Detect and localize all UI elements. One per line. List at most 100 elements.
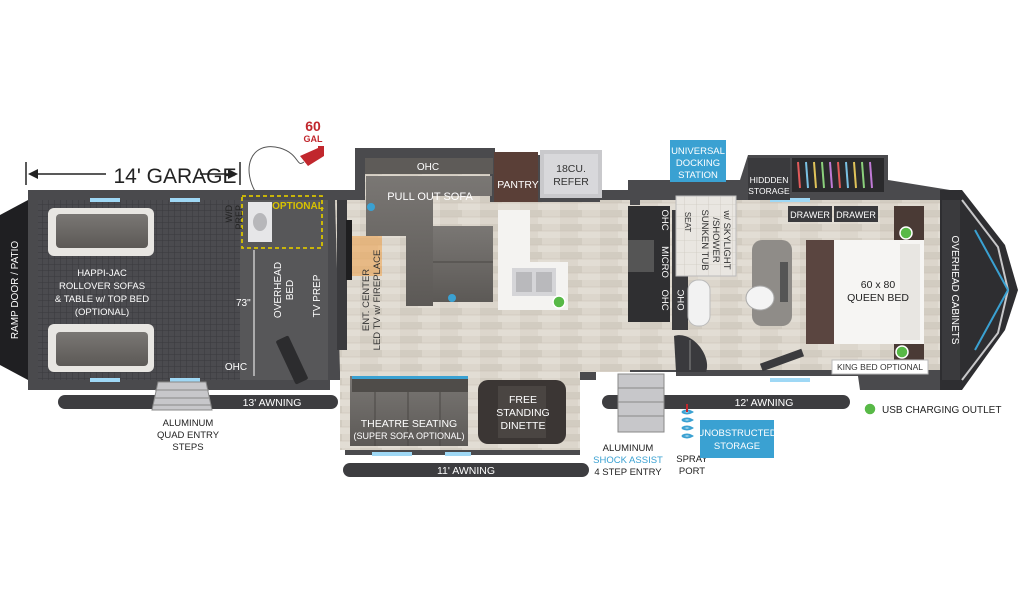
tv-prep-label: TV PREP [312,274,323,317]
seat-label: SEAT [683,212,692,232]
tub-label-2: /SHOWER [710,217,721,263]
wd-prep-label-1: W/D [224,205,234,223]
drawer-2-label: DRAWER [836,210,876,220]
tub-label-1: SUNKEN TUB [699,209,710,270]
usb-outlet [899,226,913,240]
overhead-bed-label-2: BED [285,280,296,301]
hidden-storage-label-2: STORAGE [748,186,790,196]
living-ohc-label: OHC [417,162,439,173]
awning-11-label: 11' AWNING [437,465,495,477]
bath-vanity [674,279,711,372]
hidden-storage-label-1: HIDDDEN [750,175,789,185]
quad-steps: ALUMINUM QUAD ENTRY STEPS [151,381,220,453]
overhead-cabinets-label: OVERHEAD CABINETS [949,236,960,345]
usb-legend-icon [863,402,877,416]
quad-steps-label-2: QUAD ENTRY [157,430,220,441]
bedroom-bench [759,348,805,372]
theatre-label-1: THEATRE SEATING [361,418,457,430]
fuel-station: 60 GAL [248,118,324,197]
shock-steps-label-2: SHOCK ASSIST [593,455,663,466]
docking-label-2: DOCKING [676,158,720,169]
sofas-label-4: (OPTIONAL) [75,307,129,318]
awning-11 [343,463,589,477]
docking-label-1: UNIVERSAL [671,146,725,157]
dinette-label-3: DINETTE [501,420,546,432]
kitchen-island [498,210,568,310]
wd-prep-area: OPTIONAL W/D PREP [224,195,324,249]
kitchen-micro: MICRO [659,246,670,278]
quad-steps-label-1: ALUMINUM [163,418,214,429]
unobstructed-label-2: STORAGE [714,441,760,452]
king-bed-optional: KING BED OPTIONAL [831,359,929,375]
ent-center-label-2: LED TV w/ FIREPLACE [372,250,383,351]
overhead-cabinets: OVERHEAD CABINETS [942,200,960,380]
hidden-storage: HIDDDEN STORAGE [748,158,790,200]
kitchen-ohc-side: OHC [676,289,687,310]
garage-ohc-label: OHC [225,362,247,373]
queen-bed: 60 x 80 QUEEN BED [806,240,924,344]
drawer-1-label: DRAWER [790,210,830,220]
fuel-hose [248,146,305,197]
garage-height-label: 73" [236,298,251,309]
spray-hose-icon [681,404,694,439]
sofas-label-3: & TABLE w/ TOP BED [55,294,149,305]
awning-12-label: 12' AWNING [735,397,794,409]
docking-station-callout: UNIVERSAL DOCKING STATION [670,140,726,182]
bed-label-1: 60 x 80 [861,279,896,291]
pull-out-sofa-label: PULL OUT SOFA [387,191,473,203]
refrigerator: 18CU. REFER [540,150,602,198]
wd-prep-label-2: PREP [234,205,244,230]
shock-steps-label-3: 4 STEP ENTRY [594,467,662,478]
shower-tub: SEAT SUNKEN TUB /SHOWER w/ SKYLIGHT [675,195,737,277]
pantry-label: PANTRY [497,179,539,191]
dinette: FREE STANDING DINETTE [478,380,566,444]
happijac-sofas: HAPPI-JAC ROLLOVER SOFAS & TABLE w/ TOP … [48,208,154,372]
awning-13-label: 13' AWNING [243,397,302,409]
docking-label-3: STATION [678,170,718,181]
quad-steps-label-3: STEPS [172,442,203,453]
theatre-label-2: (SUPER SOFA OPTIONAL) [353,431,464,441]
usb-outlet [895,345,909,359]
ramp-door-label: RAMP DOOR / PATIO [10,241,21,340]
theatre-seating: THEATRE SEATING (SUPER SOFA OPTIONAL) [350,376,468,446]
unobstructed-label-1: UNOBSTRUCTED [697,428,776,439]
kitchen-ohc-bottom: OHC [659,289,670,310]
usb-legend-label: USB CHARGING OUTLET [882,405,1001,416]
pull-out-sofa: OHC PULL OUT SOFA [365,158,493,306]
shock-steps-label-1: ALUMINUM [603,443,654,454]
ent-center-label-1: ENT. CENTER [361,269,372,331]
refer-label-2: REFER [553,176,589,188]
dinette-label-2: STANDING [496,407,549,419]
spray-port-label-2: PORT [679,466,705,477]
ramp-door: RAMP DOOR / PATIO [0,200,28,380]
fuel-amount: 60 [305,118,321,134]
bedroom-drawers: DRAWER DRAWER [788,206,878,222]
wardrobe [792,158,884,192]
kitchen-cabinets: OHC MICRO OHC OHC [628,206,688,330]
unobstructed-storage-callout: UNOBSTRUCTED STORAGE [697,420,777,458]
usb-outlet [552,295,566,309]
garage-dimension: 14' GARAGE [25,162,241,188]
kitchen-ohc-top: OHC [659,209,670,230]
tub-label-3: w/ SKYLIGHT [721,209,732,269]
overhead-bed-label-1: OVERHEAD [273,262,284,318]
garage-dimension-label: 14' GARAGE [113,165,236,188]
king-optional-label: KING BED OPTIONAL [837,362,923,372]
fuel-unit: GAL [304,134,324,144]
sofas-label-1: HAPPI-JAC [77,268,127,279]
usb-legend: USB CHARGING OUTLET [863,402,1001,416]
refer-label-1: 18CU. [556,163,586,175]
sofas-label-2: ROLLOVER SOFAS [59,281,145,292]
fuel-nozzle-icon [300,146,324,166]
entertainment-center: ENT. CENTER LED TV w/ FIREPLACE [337,200,383,350]
bed-label-2: QUEEN BED [847,292,909,304]
nightstand-top [894,206,924,244]
spray-port-label-1: SPRAY [676,454,708,465]
garage-height: 73" [236,250,255,376]
toilet-area [745,240,792,326]
optional-tag: OPTIONAL [272,201,324,212]
overhead-bed: OVERHEAD BED [273,262,308,385]
pantry: PANTRY [494,152,539,202]
shock-assist-steps: ALUMINUM SHOCK ASSIST 4 STEP ENTRY [593,373,665,478]
